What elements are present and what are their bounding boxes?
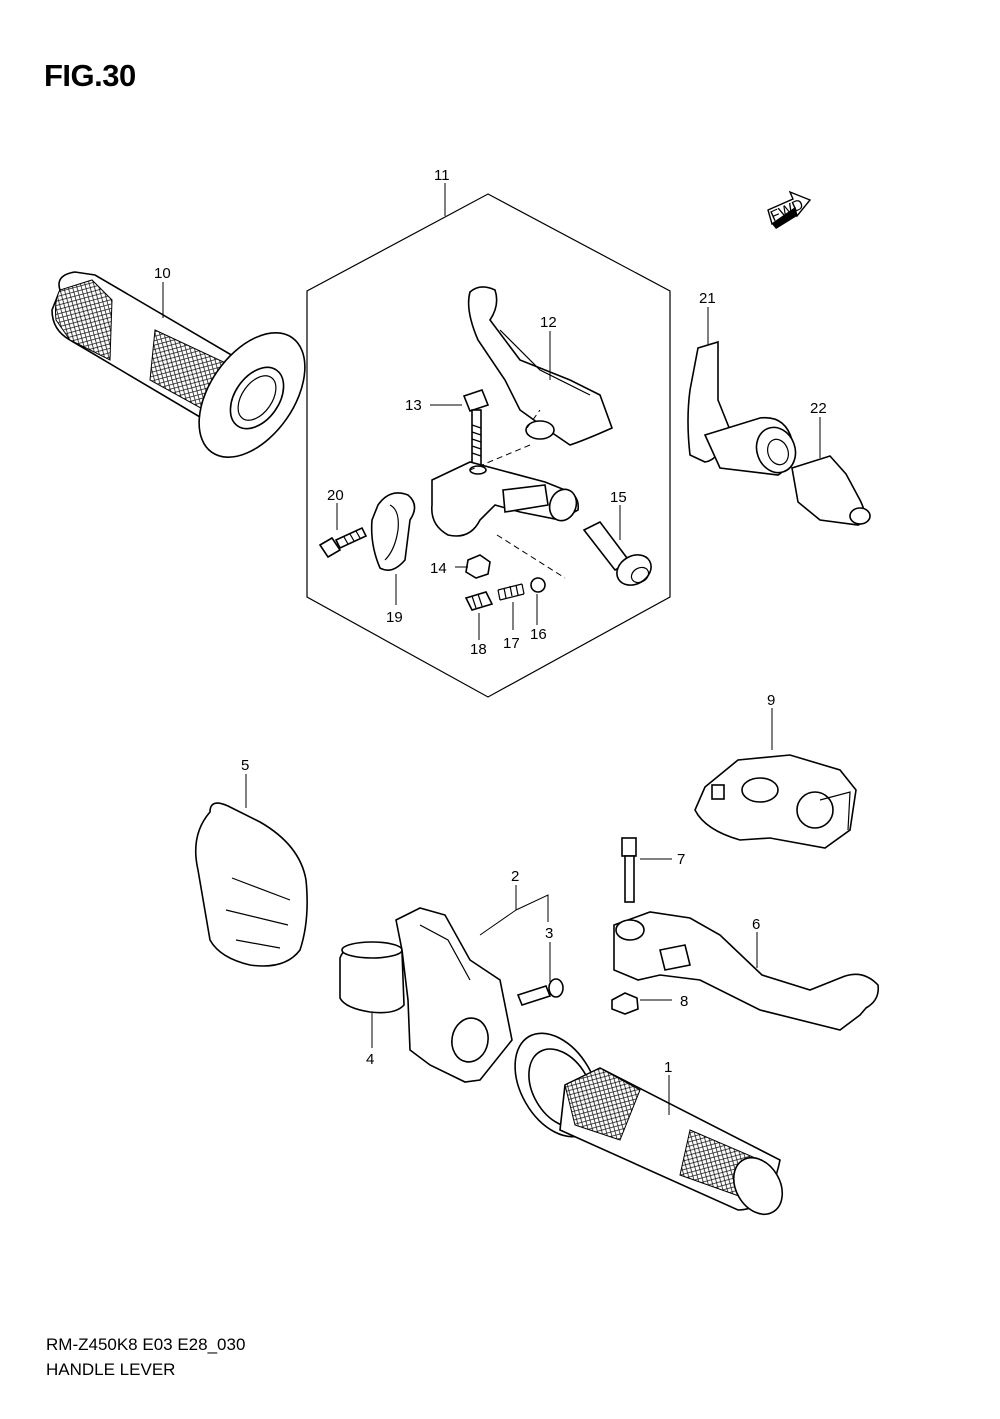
assembly-hexagon-outline [306,193,671,698]
callout-9: 9 [767,692,775,709]
screw-3 [516,978,564,1006]
perch-clamp [370,492,416,571]
spring-17 [497,583,525,601]
leader-lines [162,183,821,1115]
bolt-7 [621,837,637,903]
callout-13: 13 [405,397,422,414]
callout-6: 6 [752,916,760,933]
ball-16 [530,577,546,593]
cable-boot [687,340,797,476]
callout-7: 7 [677,851,685,868]
callout-15: 15 [610,489,627,506]
callout-17: 17 [503,635,520,652]
throttle-housing-2 [395,907,513,1083]
callout-20: 20 [327,487,344,504]
nut-14 [465,554,491,579]
collar-4 [339,941,405,1014]
perch-cover-9 [694,754,857,849]
figure-title: FIG.30 [44,58,136,93]
adjuster-15 [582,520,652,586]
callout-19: 19 [386,609,403,626]
bolt-13 [462,389,490,466]
callout-21: 21 [699,290,716,307]
bolt-20 [318,526,368,559]
callout-10: 10 [154,265,171,282]
fwd-arrow-icon: FWD [767,190,812,229]
callout-11: 11 [434,167,450,184]
callout-16: 16 [530,626,547,643]
callout-14: 14 [430,560,447,577]
screw-18 [464,591,494,611]
right-grip-1 [514,1032,784,1216]
callout-3: 3 [545,925,553,942]
cable-adjuster-22 [791,455,871,526]
callout-4: 4 [366,1051,374,1068]
model-code: RM-Z450K8 E03 E28_030 [46,1335,246,1354]
diagram-name: HANDLE LEVER [46,1360,176,1379]
nut-8 [611,992,639,1015]
callout-2: 2 [511,868,519,885]
callout-1: 1 [664,1059,672,1076]
throttle-cover-5 [194,802,308,967]
brake-lever-6 [613,911,880,1031]
callout-8: 8 [680,993,688,1010]
callout-12: 12 [540,314,557,331]
left-grip [51,271,306,458]
callout-18: 18 [470,641,487,658]
callout-5: 5 [241,757,249,774]
lever-perch [431,461,580,537]
callout-22: 22 [810,400,827,417]
clutch-lever [467,286,614,446]
callout-numbers: 11 10 12 21 13 22 20 15 14 19 16 17 18 9… [154,167,827,1076]
